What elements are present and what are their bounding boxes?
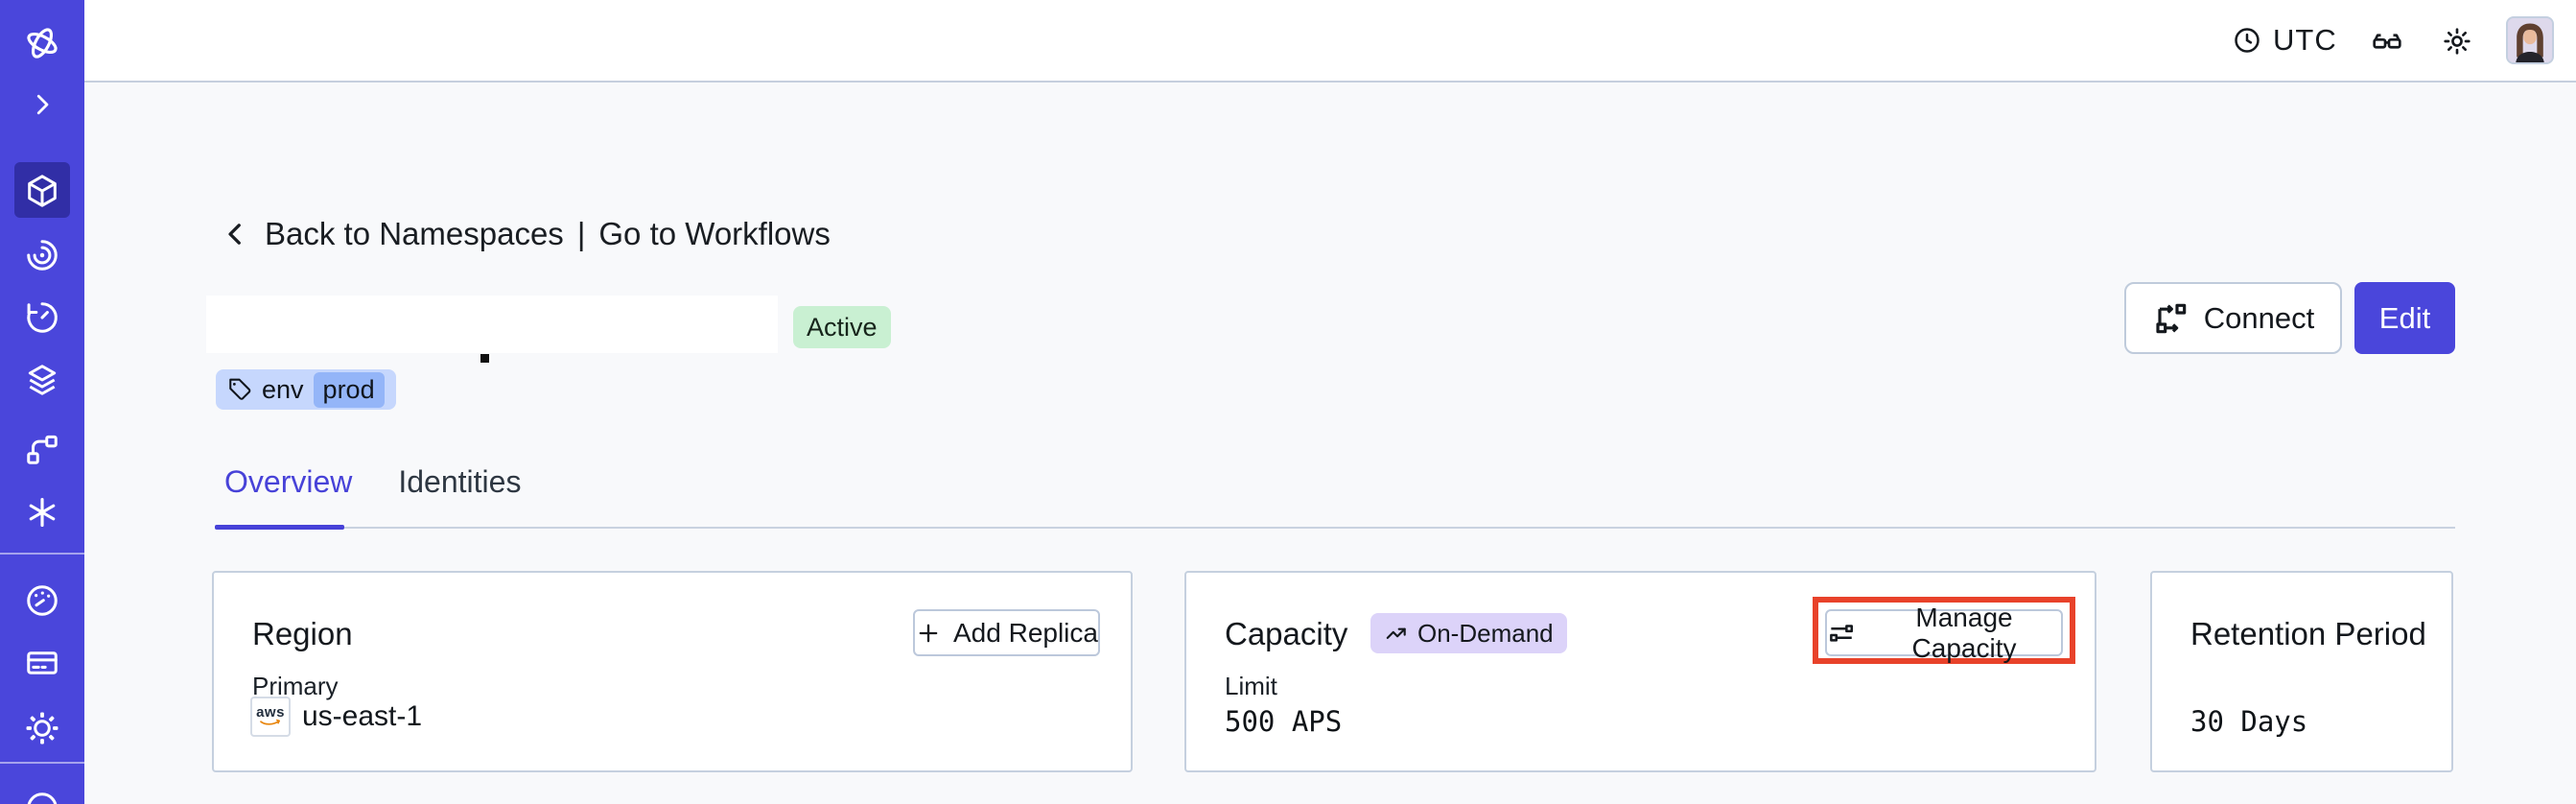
retention-card-title: Retention Period bbox=[2190, 616, 2426, 651]
capacity-card-title: Capacity bbox=[1225, 616, 1348, 651]
plus-icon bbox=[915, 620, 942, 647]
user-avatar[interactable] bbox=[2506, 16, 2554, 64]
retention-value: 30 Days bbox=[2190, 705, 2308, 738]
region-value: us-east-1 bbox=[302, 700, 423, 732]
sidebar-item-billing-card-icon[interactable] bbox=[23, 644, 61, 682]
connect-button-label: Connect bbox=[2203, 300, 2315, 335]
sidebar-divider bbox=[0, 762, 84, 764]
edit-button[interactable]: Edit bbox=[2354, 282, 2455, 354]
sidebar-item-schedules-clock-icon[interactable] bbox=[23, 298, 61, 337]
sidebar-item-batch-branch-icon[interactable] bbox=[23, 430, 61, 468]
on-demand-label: On-Demand bbox=[1417, 618, 1554, 648]
tab-bar: Overview Identities bbox=[215, 464, 530, 510]
sidebar-nav bbox=[0, 0, 84, 804]
connect-button[interactable]: Connect bbox=[2124, 282, 2342, 354]
topbar: UTC bbox=[84, 0, 2576, 83]
tag-value: prod bbox=[313, 371, 385, 408]
region-field-label: Primary bbox=[252, 672, 339, 700]
active-tab-underline bbox=[215, 525, 344, 530]
sidebar-item-workflows-spiral-icon[interactable] bbox=[23, 236, 61, 274]
namespace-tag-chip: env prod bbox=[216, 369, 396, 410]
sidebar-item-namespaces-cube-icon[interactable] bbox=[23, 172, 61, 210]
sidebar-item-settings-gear-icon[interactable] bbox=[23, 709, 61, 747]
timezone-selector[interactable]: UTC bbox=[2233, 0, 2337, 81]
sidebar-item-nexus-asterisk-icon[interactable] bbox=[23, 493, 61, 532]
add-replica-button[interactable]: Add Replica bbox=[913, 609, 1100, 656]
annotation-highlight-box bbox=[1813, 597, 2075, 664]
breadcrumb-forward-link[interactable]: Go to Workflows bbox=[598, 216, 831, 251]
clock-icon bbox=[2233, 26, 2261, 55]
manage-capacity-label: Manage Capacity bbox=[1911, 602, 2017, 663]
capacity-value: 500 APS bbox=[1225, 705, 1343, 738]
breadcrumb-back-link[interactable]: Back to Namespaces bbox=[265, 216, 564, 251]
tab-bar-divider bbox=[215, 527, 2455, 529]
temporal-logo-icon[interactable] bbox=[23, 24, 61, 62]
on-demand-badge: On-Demand bbox=[1370, 613, 1567, 653]
add-replica-label: Add Replica bbox=[953, 617, 1098, 648]
tab-overview[interactable]: Overview bbox=[224, 464, 353, 499]
retention-card: Retention Period 30 Days bbox=[2150, 571, 2453, 772]
status-badge: Active bbox=[793, 306, 891, 348]
theme-sun-icon[interactable] bbox=[2442, 26, 2472, 57]
overview-cards: Region Add Replica Primary aws bbox=[212, 571, 2576, 772]
sidebar-item-help-globe-icon[interactable] bbox=[23, 789, 61, 804]
edit-button-label: Edit bbox=[2378, 300, 2431, 335]
region-card: Region Add Replica Primary aws bbox=[212, 571, 1133, 772]
tag-icon bbox=[227, 377, 252, 402]
timezone-label: UTC bbox=[2273, 23, 2337, 57]
namespace-actions: Connect Edit bbox=[2124, 282, 2455, 354]
tab-identities[interactable]: Identities bbox=[398, 464, 522, 499]
region-value-row: aws us-east-1 bbox=[250, 697, 422, 737]
chevron-left-icon bbox=[219, 218, 251, 250]
sidebar-item-deployments-layers-icon[interactable] bbox=[23, 361, 61, 399]
trending-up-icon bbox=[1384, 621, 1409, 646]
sidebar-divider bbox=[0, 553, 84, 555]
main-content: Back to Namespaces | Go to Workflows Act… bbox=[84, 83, 2576, 804]
sliders-icon bbox=[1827, 619, 1856, 648]
capacity-field-label: Limit bbox=[1225, 672, 1277, 700]
tag-key: env bbox=[262, 374, 304, 404]
region-card-title: Region bbox=[252, 616, 353, 651]
sidebar-item-usage-gauge-icon[interactable] bbox=[23, 581, 61, 620]
breadcrumb[interactable]: Back to Namespaces | Go to Workflows bbox=[219, 213, 831, 255]
breadcrumb-separator: | bbox=[576, 216, 586, 251]
capacity-card: Capacity On-Demand bbox=[1184, 571, 2096, 772]
labs-glasses-icon[interactable] bbox=[2371, 25, 2403, 58]
aws-logo-icon: aws bbox=[250, 697, 291, 737]
namespace-title-redaction bbox=[206, 296, 778, 353]
redaction-artifact bbox=[480, 354, 489, 363]
connect-flow-icon bbox=[2152, 299, 2190, 338]
sidebar-expand-chevron-icon[interactable] bbox=[23, 85, 61, 124]
manage-capacity-button[interactable]: Manage Capacity bbox=[1825, 603, 2063, 663]
